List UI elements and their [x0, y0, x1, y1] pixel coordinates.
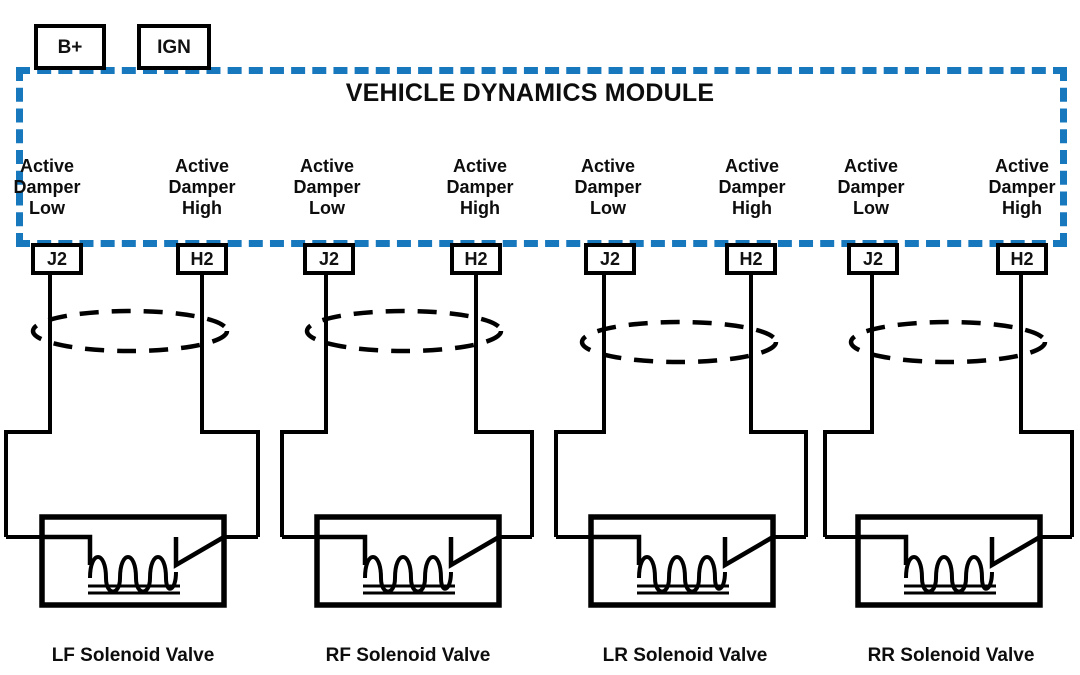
pin-label-line2: Damper — [988, 177, 1056, 198]
pin-label-line1: Active — [994, 156, 1050, 176]
pin-label-line3: Low — [853, 198, 889, 219]
vehicle-dynamics-module-boundary — [16, 67, 1067, 247]
wire-low-rr — [823, 275, 874, 537]
connector-box-h2-3: H2 — [725, 243, 777, 275]
pin-label-line1: Active — [724, 156, 780, 176]
pin-label-line1: Active — [452, 156, 508, 176]
valve-group-lf — [4, 275, 260, 608]
pin-label-line1: Active — [19, 156, 75, 176]
valve-group-lr — [554, 275, 808, 608]
wire-low-lr — [554, 275, 606, 537]
valve-caption-lr: LR Solenoid Valve — [602, 645, 768, 666]
connector-label: H2 — [464, 248, 488, 269]
connector-label: H2 — [1010, 248, 1034, 269]
connector-box-h2-4: H2 — [996, 243, 1048, 275]
solenoid-housing-lr — [588, 514, 776, 608]
connector-box-j2-1: J2 — [31, 243, 83, 275]
pin-label-7: Active Damper Low — [816, 156, 926, 219]
coil-leads-lr — [591, 534, 775, 569]
valve-body-lf — [6, 430, 258, 539]
solenoid-housing-rf — [314, 514, 502, 608]
pin-label-3: Active Damper Low — [272, 156, 382, 219]
twisted-pair-ellipse-rr — [848, 319, 1048, 365]
valve-group-rr — [823, 275, 1074, 608]
pin-label-1: Active Damper Low — [0, 156, 102, 219]
connector-box-h2-1: H2 — [176, 243, 228, 275]
connector-label: J2 — [599, 248, 621, 269]
solenoid-housing-lf — [39, 514, 227, 608]
battery-positive-terminal: B+ — [34, 24, 106, 70]
pin-label-line3: Low — [309, 198, 345, 219]
pin-label-line1: Active — [174, 156, 230, 176]
wire-low-rf — [280, 275, 328, 537]
pin-label-line3: High — [460, 198, 500, 219]
connector-label: J2 — [46, 248, 68, 269]
solenoid-coil-rf — [363, 555, 453, 594]
valve-caption-rr: RR Solenoid Valve — [867, 645, 1035, 666]
wire-high-lf — [200, 275, 260, 537]
wire-high-rr — [1019, 275, 1074, 537]
pin-label-line3: High — [182, 198, 222, 219]
wire-high-lr — [749, 275, 808, 537]
connector-box-j2-2: J2 — [303, 243, 355, 275]
connector-box-j2-3: J2 — [584, 243, 636, 275]
pin-label-line3: High — [1002, 198, 1042, 219]
pin-label-line2: Damper — [718, 177, 786, 198]
pin-label-line3: Low — [590, 198, 626, 219]
valve-caption-rf: RF Solenoid Valve — [325, 645, 491, 666]
connector-label: J2 — [318, 248, 340, 269]
coil-leads-rf — [317, 534, 501, 569]
pin-label-4: Active Damper High — [425, 156, 535, 219]
twisted-pair-ellipse-lr — [579, 319, 779, 365]
valve-body-rr — [825, 430, 1072, 539]
solenoid-coil-rr — [904, 555, 994, 594]
connector-label: H2 — [190, 248, 214, 269]
solenoid-housing-rr — [855, 514, 1043, 608]
pin-label-line2: Damper — [293, 177, 361, 198]
pin-label-line2: Damper — [837, 177, 905, 198]
pin-label-line2: Damper — [168, 177, 236, 198]
pin-label-line2: Damper — [574, 177, 642, 198]
pin-label-line3: Low — [29, 198, 65, 219]
solenoid-coil-lr — [637, 555, 727, 594]
battery-positive-label: B+ — [57, 36, 83, 58]
valve-body-lr — [556, 430, 806, 539]
valve-caption-lf: LF Solenoid Valve — [51, 645, 215, 666]
ignition-label: IGN — [157, 36, 191, 58]
twisted-pair-ellipse-rf — [304, 308, 504, 354]
pin-label-line2: Damper — [13, 177, 81, 198]
pin-label-8: Active Damper High — [967, 156, 1077, 219]
connector-box-h2-2: H2 — [450, 243, 502, 275]
pin-label-5: Active Damper Low — [553, 156, 663, 219]
wire-low-lf — [4, 275, 52, 537]
ignition-terminal: IGN — [137, 24, 211, 70]
pin-label-line2: Damper — [446, 177, 514, 198]
coil-leads-lf — [42, 534, 226, 569]
pin-label-line1: Active — [843, 156, 899, 176]
pin-label-6: Active Damper High — [697, 156, 807, 219]
twisted-pair-ellipse-lf — [30, 308, 230, 354]
valve-body-rf — [282, 430, 532, 539]
solenoid-coil-lf — [88, 555, 178, 594]
module-title: VEHICLE DYNAMICS MODULE — [345, 79, 715, 107]
connector-box-j2-4: J2 — [847, 243, 899, 275]
pin-label-line1: Active — [580, 156, 636, 176]
valve-group-rf — [280, 275, 534, 608]
wire-high-rf — [474, 275, 534, 537]
pin-label-2: Active Damper High — [147, 156, 257, 219]
pin-label-line1: Active — [299, 156, 355, 176]
coil-leads-rr — [858, 534, 1042, 569]
connector-label: H2 — [739, 248, 763, 269]
pin-label-line3: High — [732, 198, 772, 219]
connector-label: J2 — [862, 248, 884, 269]
